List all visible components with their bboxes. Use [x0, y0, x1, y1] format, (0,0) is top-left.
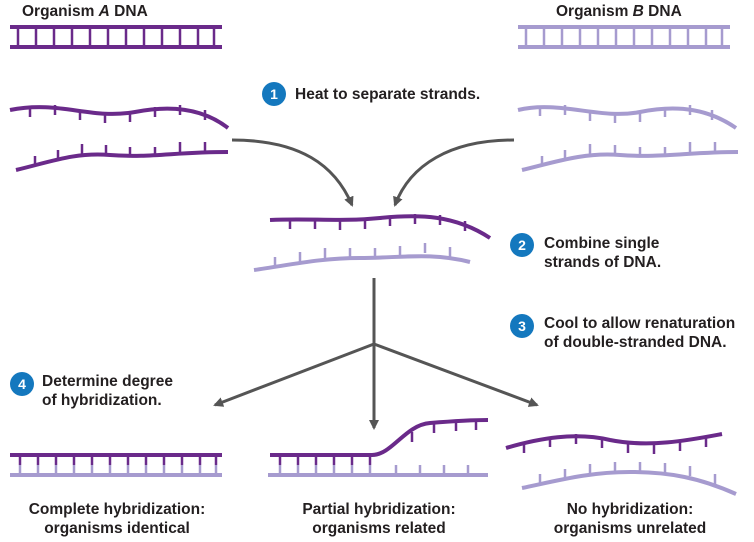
outcome-partial-line1: Partial hybridization:: [302, 501, 456, 518]
step-1-text: Heat to separate strands.: [295, 85, 480, 104]
step-1-badge: 1: [262, 82, 286, 106]
step-2-line2: strands of DNA.: [544, 254, 662, 271]
step-2-line1: Combine single: [544, 235, 660, 252]
organism-a-single-strands: [9, 105, 230, 172]
complete-hybridization-duplex: [10, 453, 222, 477]
organism-b-header-prefix: Organism: [556, 3, 633, 20]
outcome-partial-line2: organisms related: [312, 520, 446, 537]
arrow-a-to-combined: [231, 138, 354, 207]
organism-a-header-suffix: DNA: [109, 3, 148, 20]
outcome-complete-line1: Complete hybridization:: [28, 501, 206, 518]
outcome-none-line1: No hybridization:: [566, 501, 694, 518]
organism-a-header-letter: A: [98, 3, 110, 20]
arrow-b-to-combined: [393, 138, 515, 207]
partial-hybridization-duplex: [268, 418, 489, 477]
step-2-badge: 2: [510, 233, 534, 257]
step-3-text: Cool to allow renaturation of double-str…: [544, 314, 735, 352]
organism-a-header: Organism A DNA: [22, 2, 148, 21]
step-4-line1: Determine degree: [42, 373, 173, 390]
organism-b-header-letter: B: [632, 3, 644, 20]
step-4-line2: of hybridization.: [42, 392, 162, 409]
organism-b-header: Organism B DNA: [556, 2, 682, 21]
outcome-none-caption: No hybridization: organisms unrelated: [520, 500, 740, 538]
combined-single-strands: [253, 214, 492, 272]
outcome-partial-caption: Partial hybridization: organisms related: [268, 500, 490, 538]
outcome-none-line2: organisms unrelated: [553, 520, 707, 537]
step-4-badge: 4: [10, 372, 34, 396]
step-2-text: Combine single strands of DNA.: [544, 234, 661, 272]
step-1-line1: Heat to separate strands.: [295, 86, 481, 103]
organism-b-double-strand: [518, 25, 730, 49]
organism-b-header-suffix: DNA: [643, 3, 682, 20]
organism-b-single-strands: [517, 105, 739, 172]
step-3-line1: Cool to allow renaturation: [544, 315, 736, 332]
step-3-line2: of double-stranded DNA.: [544, 334, 727, 351]
outcome-complete-caption: Complete hybridization: organisms identi…: [8, 500, 226, 538]
organism-a-double-strand: [10, 25, 222, 49]
outcome-complete-line2: organisms identical: [44, 520, 190, 537]
step-4-text: Determine degree of hybridization.: [42, 372, 173, 410]
step-3-badge: 3: [510, 314, 534, 338]
no-hybridization-strands: [505, 432, 737, 496]
organism-a-header-prefix: Organism: [22, 3, 99, 20]
branching-arrows: [213, 278, 539, 430]
